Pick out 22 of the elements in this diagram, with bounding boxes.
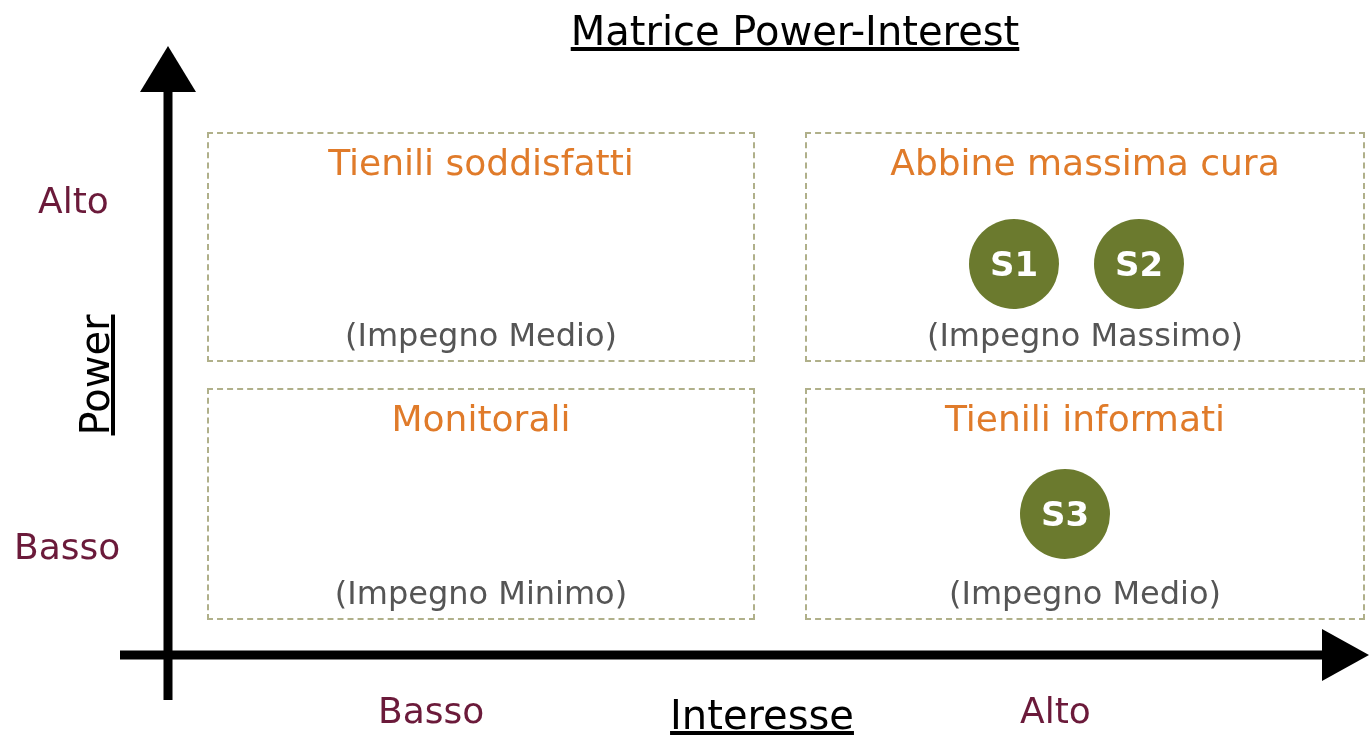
axis-title: Interesse	[670, 692, 854, 738]
axis-level-label: Alto	[38, 180, 109, 221]
quadrant-box	[805, 132, 1365, 362]
axis-level-label: Basso	[378, 690, 485, 731]
quadrant-box	[207, 132, 755, 362]
axis-title: Power	[72, 314, 118, 436]
quadrant-box	[805, 388, 1365, 620]
axis-level-label: Basso	[14, 526, 121, 567]
title: Matrice Power-Interest	[570, 8, 1020, 54]
stakeholder-circle: S1	[969, 219, 1059, 309]
axis-level-label: Alto	[1020, 690, 1091, 731]
quadrant-note: (Impegno Medio)	[948, 574, 1222, 612]
quadrant-box	[207, 388, 755, 620]
quadrant-heading: Tienili soddisfatti	[327, 142, 635, 183]
quadrant-note: (Impegno Massimo)	[925, 316, 1245, 354]
stakeholder-circle: S3	[1020, 469, 1110, 559]
quadrant-note: (Impegno Minimo)	[333, 574, 629, 612]
quadrant-note: (Impegno Medio)	[344, 316, 618, 354]
quadrant-heading: Tienili informati	[943, 398, 1227, 439]
stakeholder-circle: S2	[1094, 219, 1184, 309]
quadrant-heading: Monitorali	[390, 398, 572, 439]
quadrant-heading: Abbine massima cura	[889, 142, 1281, 183]
